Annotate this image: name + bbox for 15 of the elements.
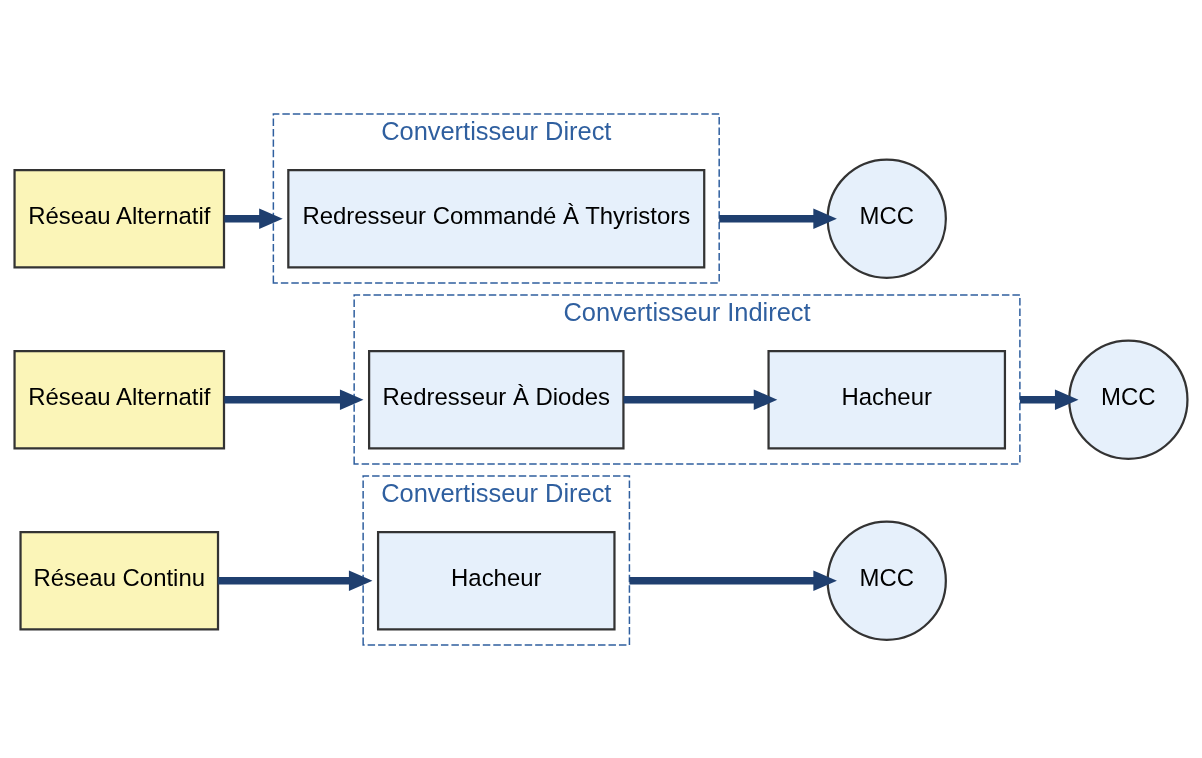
node-circle: MCC (826, 520, 947, 641)
arrow (218, 569, 373, 591)
node-box: Réseau Continu (19, 530, 220, 630)
node-box: Réseau Alternatif (13, 349, 226, 449)
arrow (224, 388, 364, 410)
arrow (1019, 388, 1079, 410)
arrow (224, 207, 283, 229)
node-box: Réseau Alternatif (13, 168, 226, 268)
node-circle: MCC (826, 157, 947, 279)
node-box: Redresseur À Diodes (368, 349, 625, 449)
node-box: Hacheur (376, 530, 616, 630)
node-circle: MCC (1068, 339, 1189, 460)
node-box: Redresseur Commandé À Thyristors (287, 168, 706, 268)
node-box: Hacheur (767, 349, 1007, 449)
arrow (623, 388, 778, 410)
